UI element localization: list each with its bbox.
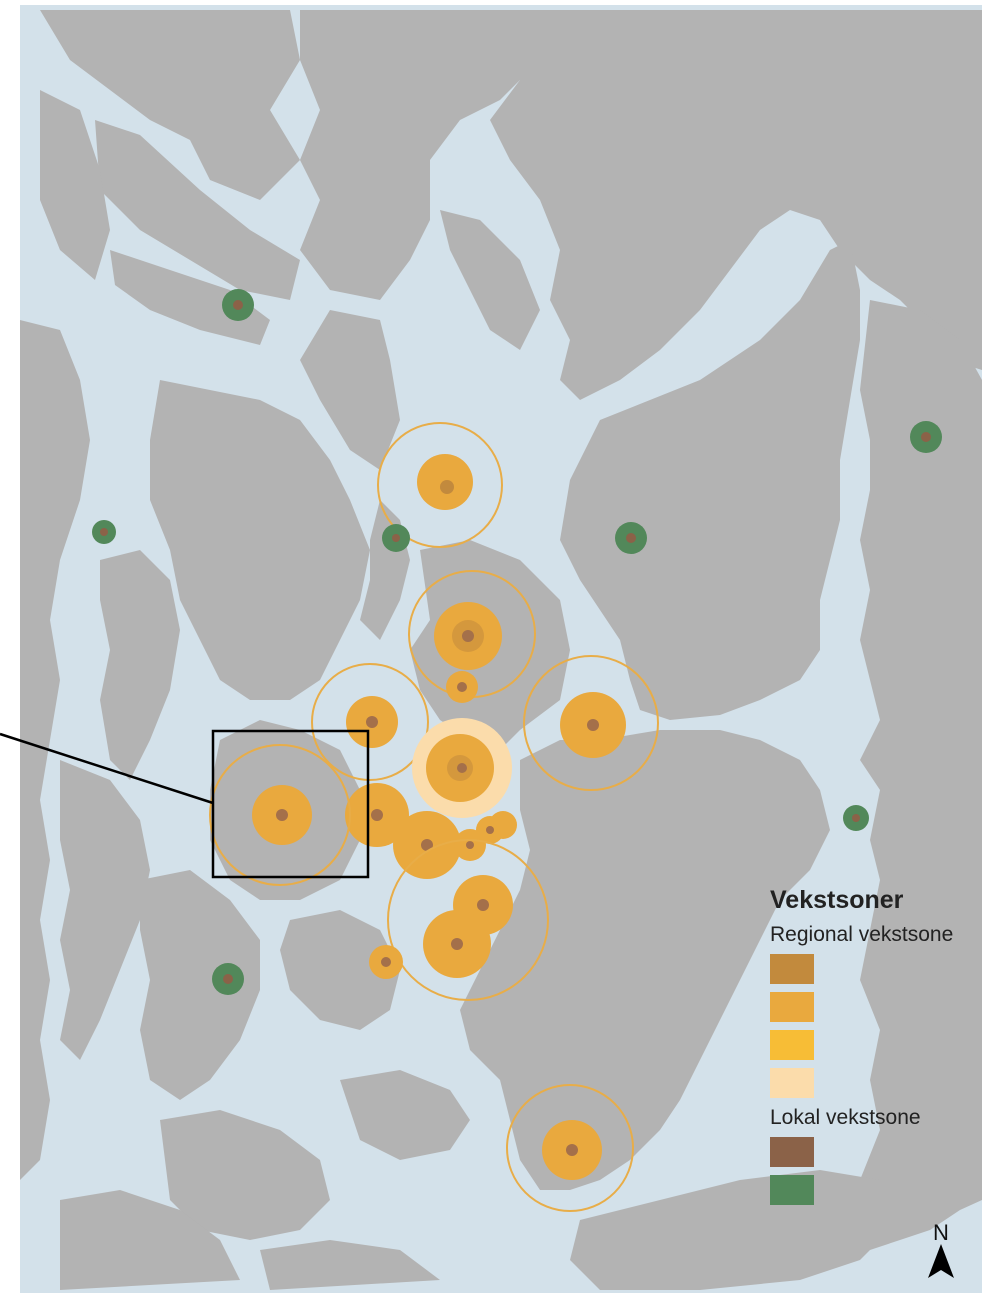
local-zone [615,522,647,554]
regional-zone [454,811,517,861]
north-arrow-icon [928,1244,954,1278]
regional-zone [311,663,429,781]
legend-swatch-regional-3 [770,1030,814,1060]
legend-swatch-regional-4 [770,1068,814,1098]
local-zone [910,421,942,453]
legend-swatch-local-2 [770,1175,814,1205]
regional-zone [369,945,403,979]
regional-zone [506,1084,634,1212]
legend: Vekstsoner Regional vekstsone Lokal veks… [768,886,983,1213]
legend-swatch-regional-2 [770,992,814,1022]
local-zone [382,524,410,552]
legend-swatch-local-1 [770,1137,814,1167]
regional-zone [446,671,478,703]
regional-zone [523,655,659,791]
regional-zones [209,422,659,1212]
local-zone [92,520,116,544]
legend-swatch-regional-1 [770,954,814,984]
land-areas [20,10,982,1290]
local-zone [843,805,869,831]
regional-zone [377,422,503,548]
inset-frame [211,729,370,879]
local-zone [212,963,244,995]
regional-zone [408,570,536,698]
inset-leader-line [0,732,214,805]
north-arrow: N [924,1222,958,1285]
legend-group-local-label: Lokal vekstsone [770,1106,921,1129]
legend-title: Vekstsoner [770,886,904,914]
regional-zone [412,718,512,818]
regional-zone [393,811,461,879]
local-zones [92,289,942,995]
local-zone [222,289,254,321]
regional-zone [345,783,409,847]
regional-zone [423,910,491,978]
north-arrow-label: N [933,1220,949,1245]
legend-group-regional-label: Regional vekstsone [770,923,954,946]
regional-zone [209,744,351,886]
